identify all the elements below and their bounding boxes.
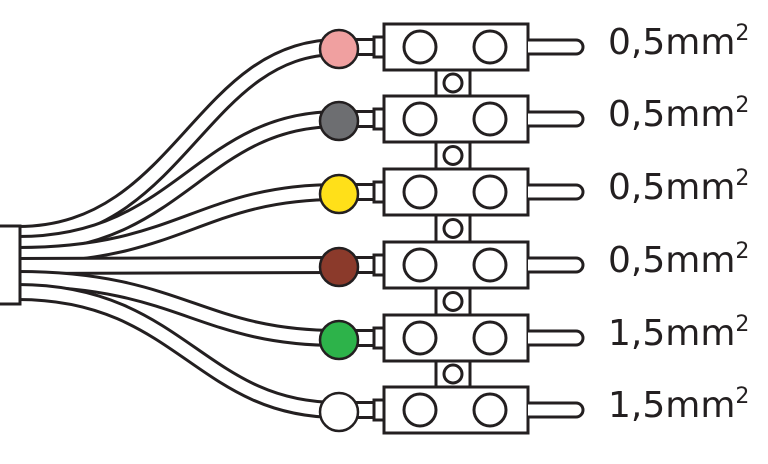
gauge-exponent: 2 (735, 312, 750, 337)
wire-color-dot (318, 246, 360, 288)
screw-hole-icon (402, 320, 438, 356)
cable-bundle (17, 38, 384, 419)
bridge-hole-icon (442, 145, 464, 166)
gauge-exponent: 2 (735, 166, 750, 191)
wire-gauge-label: 0,5mm2 (608, 167, 749, 208)
terminal-pin (528, 38, 585, 56)
gauge-value: 0,5mm (608, 22, 736, 63)
terminal-block (372, 22, 585, 435)
wire-color-dot (318, 319, 360, 361)
terminal-pin (528, 401, 585, 419)
bridge-hole-icon (442, 363, 464, 385)
wire-body (17, 113, 384, 250)
gauge-exponent: 2 (735, 21, 750, 46)
wire-color-dot (318, 173, 360, 215)
bridge-hole-icon (442, 218, 464, 239)
wire-gauge-label: 1,5mm2 (608, 385, 749, 426)
screw-hole-icon (472, 101, 508, 137)
screw-hole-icon (472, 247, 508, 283)
wire-body (17, 286, 384, 416)
wire-color-dot (318, 28, 360, 70)
gauge-value: 1,5mm (608, 313, 736, 354)
wire-gauge-label: 0,5mm2 (608, 240, 749, 281)
gauge-exponent: 2 (735, 93, 750, 118)
screw-hole-icon (472, 320, 508, 356)
wire-body (17, 186, 384, 261)
wire-gauge-label: 0,5mm2 (608, 22, 749, 63)
terminal-pin (528, 256, 585, 274)
bridge-hole-icon (442, 291, 464, 312)
screw-hole-icon (402, 247, 438, 283)
wire-color-dot (318, 100, 360, 142)
screw-hole-icon (472, 392, 508, 428)
screw-hole-icon (472, 29, 508, 65)
gauge-exponent: 2 (735, 239, 750, 264)
wire-gauge-label: 0,5mm2 (608, 94, 749, 135)
screw-hole-icon (402, 29, 438, 65)
wire-color-dot (318, 391, 360, 433)
wire-gauge-label: 1,5mm2 (608, 313, 749, 354)
terminal-pin (528, 110, 585, 128)
bridge-hole-icon (442, 72, 464, 94)
gauge-exponent: 2 (735, 384, 750, 409)
screw-hole-icon (402, 174, 438, 210)
terminal-pin (528, 329, 585, 347)
wire-body (17, 273, 384, 344)
wire-body (17, 259, 384, 272)
terminal-pin (528, 183, 585, 201)
screw-hole-icon (472, 174, 508, 210)
screw-hole-icon (402, 392, 438, 428)
gauge-value: 0,5mm (608, 240, 736, 281)
cable-sheath-end (0, 224, 22, 306)
wire-body (17, 41, 384, 240)
screw-hole-icon (402, 101, 438, 137)
gauge-value: 0,5mm (608, 167, 736, 208)
gauge-value: 0,5mm (608, 94, 736, 135)
wire-color-markers (318, 28, 360, 433)
gauge-value: 1,5mm (608, 385, 736, 426)
